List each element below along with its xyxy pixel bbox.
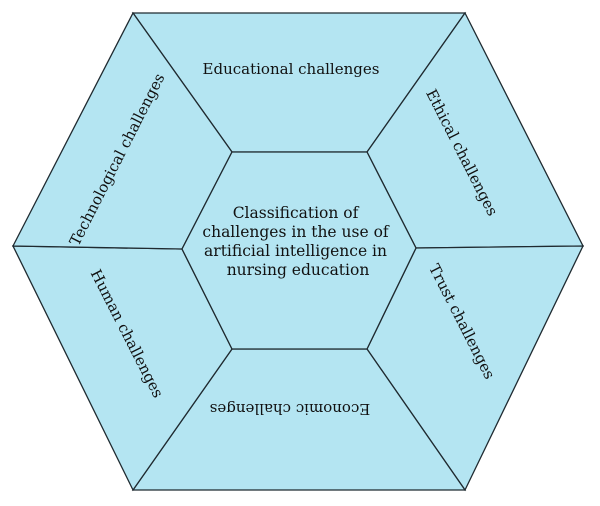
center-hexagon	[181, 151, 417, 350]
label-economic-challenges: Economic challenges	[210, 400, 371, 418]
center-title-line-2: challenges in the use of	[202, 223, 389, 241]
label-educational-challenges: Educational challenges	[203, 60, 380, 78]
center-title: Classification of challenges in the use …	[202, 204, 393, 279]
center-title-line-3: artificial intelligence in	[204, 242, 387, 260]
center-title-line-1: Classification of	[233, 204, 360, 222]
center-title-line-4: nursing education	[227, 261, 370, 279]
